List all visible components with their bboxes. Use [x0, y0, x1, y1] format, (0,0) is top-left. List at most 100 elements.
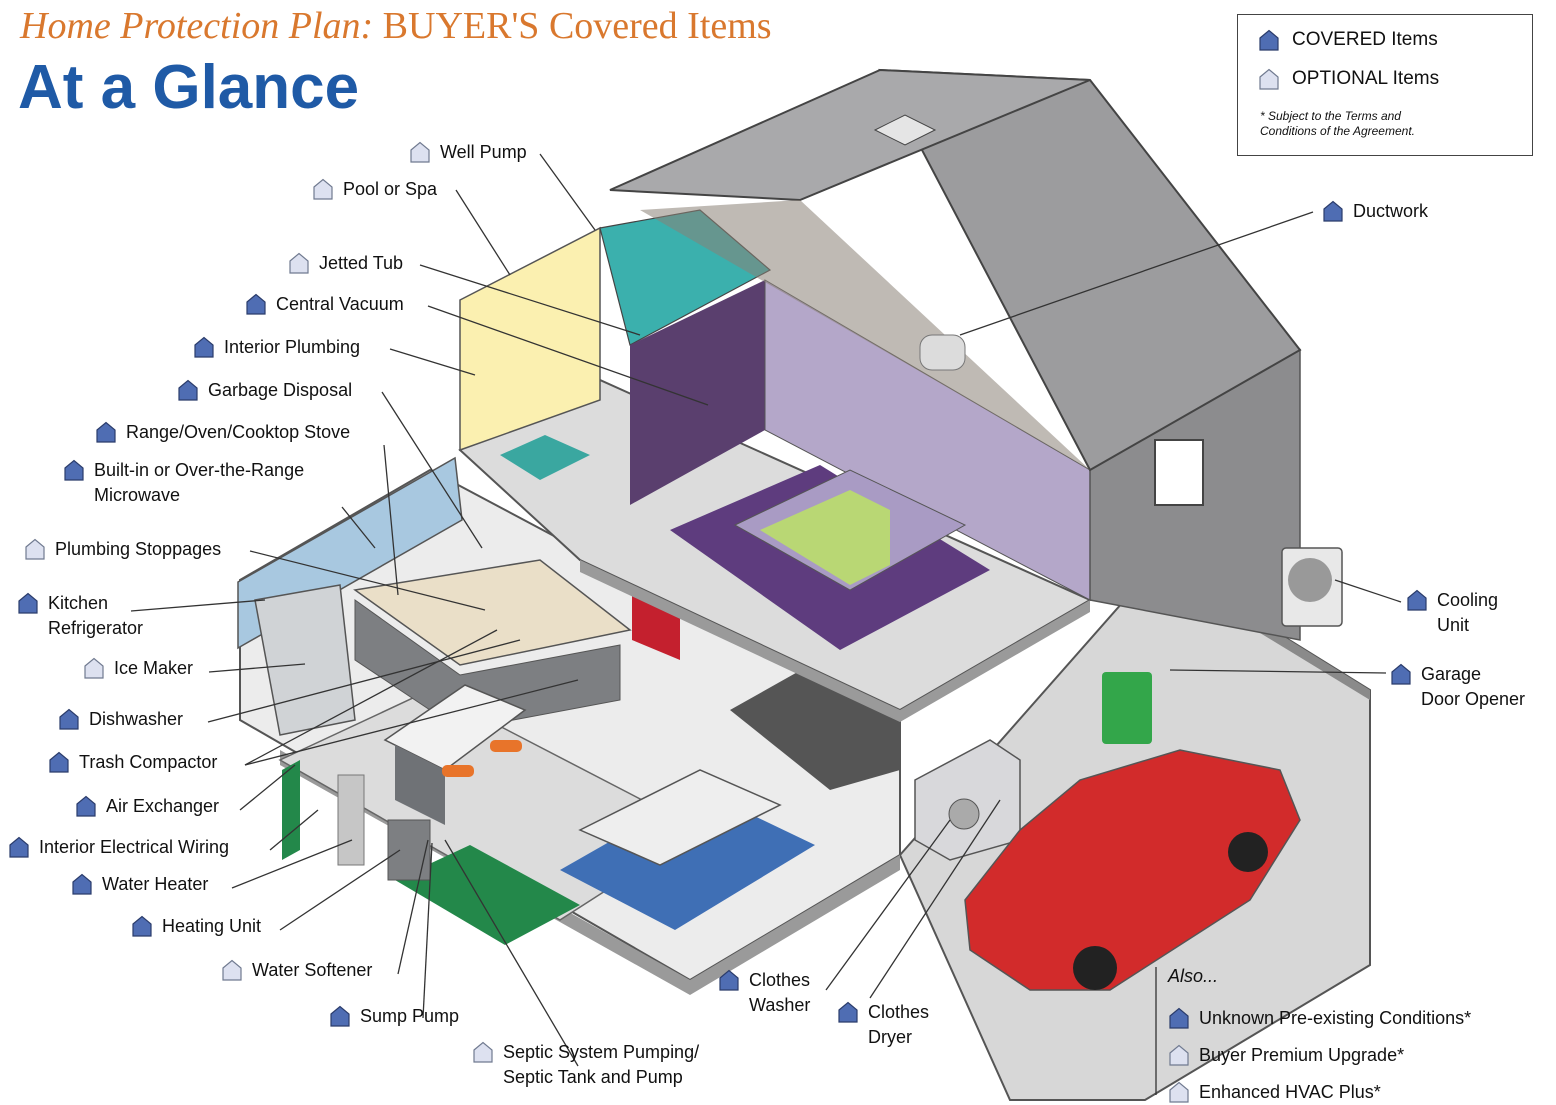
roof-ridge — [609, 68, 1091, 202]
callout-ductwork: Ductwork — [1322, 199, 1428, 224]
callout-ice-maker: Ice Maker — [83, 656, 193, 681]
upper-floor-edge — [580, 560, 1090, 722]
range-oven-label: Range/Oven/Cooktop Stove — [126, 422, 351, 442]
kitchen-cabinets — [354, 599, 621, 731]
legend-terms-note: * Subject to the Terms and Conditions of… — [1260, 109, 1415, 138]
callout-microwave: Built-in or Over-the-Range Microwave — [63, 458, 304, 508]
septic-label: Septic System Pumping/ Septic Tank and P… — [503, 1042, 700, 1087]
stool-1 — [442, 765, 474, 777]
callout-cooling-unit: Cooling Unit — [1406, 588, 1498, 638]
optional-house-icon — [25, 538, 45, 560]
house-window — [1154, 439, 1204, 506]
clothes-dryer-label: Clothes Dryer — [868, 1002, 930, 1047]
callout-pool-spa: Pool or Spa — [312, 177, 437, 202]
interior-plumbing-label: Interior Plumbing — [224, 337, 361, 357]
washer-door — [948, 798, 980, 830]
plumbing-stoppages-label: Plumbing Stoppages — [55, 539, 222, 559]
jetted-tub-label: Jetted Tub — [319, 253, 404, 273]
covered-house-icon — [72, 873, 92, 895]
duct-vent — [919, 334, 966, 371]
covered-house-icon — [59, 708, 79, 730]
cooling-unit-label: Cooling Unit — [1437, 590, 1499, 635]
subtitle-buyer-covered: BUYER'S Covered Items — [382, 5, 772, 47]
callout-kitchen-refrigerator: Kitchen Refrigerator — [17, 591, 143, 641]
covered-house-icon — [1323, 200, 1343, 222]
car-wheel-rear — [1228, 832, 1268, 872]
support-pillar — [337, 774, 365, 866]
kitchen-refrigerator-label: Kitchen Refrigerator — [48, 593, 144, 638]
electrical-wiring-label: Interior Electrical Wiring — [39, 837, 230, 857]
covered-house-icon — [1259, 29, 1279, 51]
optional-house-icon — [410, 141, 430, 163]
callout-trash-compactor: Trash Compactor — [48, 750, 217, 775]
covered-house-icon — [194, 336, 214, 358]
covered-house-icon — [49, 751, 69, 773]
microwave-label: Built-in or Over-the-Range Microwave — [94, 460, 305, 505]
garbage-disposal-label: Garbage Disposal — [208, 380, 353, 400]
green-left-wall — [282, 760, 300, 860]
callout-electrical-wiring: Interior Electrical Wiring — [8, 835, 229, 860]
legend-optional-label: OPTIONAL Items — [1292, 67, 1440, 89]
covered-house-icon — [18, 592, 38, 614]
bathroom-wall — [459, 226, 601, 452]
callout-dishwasher: Dishwasher — [58, 707, 183, 732]
garage-door-opener-label: Garage Door Opener — [1421, 664, 1526, 709]
heating-unit-shape — [387, 819, 431, 881]
plan-subtitle: Home Protection Plan: BUYER'S Covered It… — [20, 4, 772, 48]
callout-air-exchanger: Air Exchanger — [75, 794, 219, 819]
ductwork-label: Ductwork — [1353, 201, 1429, 221]
also-item-preexisting: Unknown Pre-existing Conditions* — [1168, 1006, 1471, 1031]
callout-jetted-tub: Jetted Tub — [288, 251, 403, 276]
callout-garage-door-opener: Garage Door Opener — [1390, 662, 1525, 712]
callout-central-vacuum: Central Vacuum — [245, 292, 404, 317]
covered-house-icon — [246, 293, 266, 315]
callout-sump-pump: Sump Pump — [329, 1004, 459, 1029]
optional-house-icon — [84, 657, 104, 679]
callout-well-pump: Well Pump — [409, 140, 527, 165]
dining-rug — [560, 790, 815, 930]
covered-house-icon — [96, 421, 116, 443]
leader-lines — [130, 153, 1402, 1095]
central-vacuum-label: Central Vacuum — [276, 294, 404, 314]
callout-garbage-disposal: Garbage Disposal — [177, 378, 352, 403]
sump-pump-label: Sump Pump — [360, 1006, 460, 1026]
callout-clothes-washer: Clothes Washer — [718, 968, 810, 1018]
purple-wall — [630, 280, 765, 505]
legend-covered-label: COVERED Items — [1292, 28, 1438, 50]
also-item-hvac-plus: Enhanced HVAC Plus* — [1168, 1080, 1381, 1105]
pool-spa-label: Pool or Spa — [343, 179, 438, 199]
red-car — [964, 749, 1301, 991]
legend-box: COVERED Items OPTIONAL Items * Subject t… — [1237, 14, 1533, 156]
also-item-label: Unknown Pre-existing Conditions* — [1199, 1008, 1472, 1028]
stool-2 — [490, 740, 522, 752]
well-pump-label: Well Pump — [440, 142, 527, 162]
callout-heating-unit: Heating Unit — [131, 914, 261, 939]
callout-septic: Septic System Pumping/ Septic Tank and P… — [472, 1040, 699, 1090]
subtitle-plan-name: Home Protection Plan: — [20, 5, 374, 47]
covered-house-icon — [64, 459, 84, 481]
air-exchanger-label: Air Exchanger — [106, 796, 220, 816]
also-item-label: Enhanced HVAC Plus* — [1199, 1082, 1381, 1102]
covered-house-icon — [719, 969, 739, 991]
callout-range-oven: Range/Oven/Cooktop Stove — [95, 420, 350, 445]
covered-house-icon — [178, 379, 198, 401]
car-wheel-front — [1073, 946, 1117, 990]
skylight — [873, 114, 937, 146]
covered-house-icon — [838, 1001, 858, 1023]
green-mat — [395, 845, 580, 945]
dishwasher-label: Dishwasher — [89, 709, 184, 729]
callout-interior-plumbing: Interior Plumbing — [193, 335, 360, 360]
covered-house-icon — [132, 915, 152, 937]
covered-house-icon — [1407, 589, 1427, 611]
optional-house-icon — [473, 1041, 493, 1063]
island-base — [395, 745, 445, 825]
callout-plumbing-stoppages: Plumbing Stoppages — [24, 537, 221, 562]
also-item-label: Buyer Premium Upgrade* — [1199, 1045, 1405, 1065]
legend-covered: COVERED Items — [1258, 28, 1438, 51]
recycling-bin — [1102, 672, 1152, 744]
clothes-washer-label: Clothes Washer — [749, 970, 811, 1015]
also-item-premium-upgrade: Buyer Premium Upgrade* — [1168, 1043, 1404, 1068]
water-heater-label: Water Heater — [102, 874, 209, 894]
heating-unit-label: Heating Unit — [162, 916, 262, 936]
